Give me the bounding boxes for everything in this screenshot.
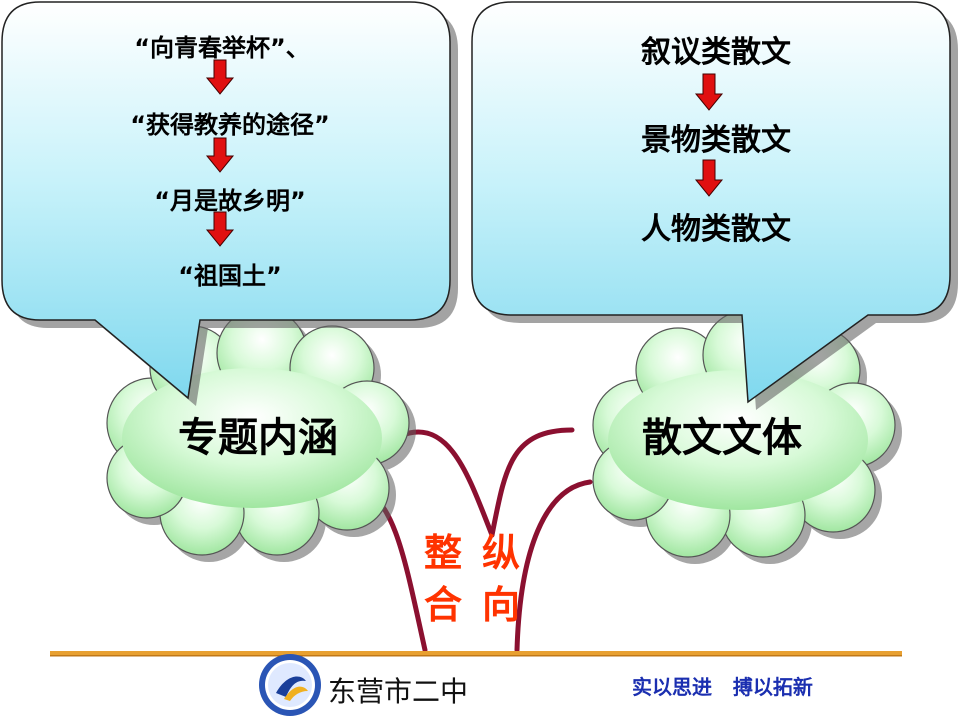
arrows-left xyxy=(205,59,235,247)
right-item-1: 叙议类散文 xyxy=(641,35,791,70)
cloud-left xyxy=(106,307,416,562)
arrow-down-icon xyxy=(694,159,724,197)
bubble-right xyxy=(471,1,958,410)
school-motto: 实以思进 搏以拓新 xyxy=(632,675,813,699)
cloud-right xyxy=(592,309,902,564)
bubble-left xyxy=(1,1,458,406)
arrow-down-icon xyxy=(205,59,235,95)
left-item-2: “获得教养的途径” xyxy=(130,111,330,139)
school-name: 东营市二中 xyxy=(328,675,469,708)
left-item-3: “月是故乡明” xyxy=(154,187,306,215)
center-char-3: 纵 xyxy=(482,531,521,575)
right-item-2: 景物类散文 xyxy=(641,123,791,158)
center-char-2: 合 xyxy=(424,583,463,627)
arrow-down-icon xyxy=(205,211,235,247)
stem-right-upper xyxy=(489,427,575,538)
arrow-down-icon xyxy=(205,137,235,173)
stem-left-upper xyxy=(397,429,495,538)
footer-divider xyxy=(50,651,902,655)
cloud-right-label: 散文文体 xyxy=(642,415,802,461)
right-item-3: 人物类散文 xyxy=(641,212,791,247)
stem-right-lower xyxy=(514,479,593,653)
school-logo-icon xyxy=(259,654,321,716)
left-item-1: “向青春举杯”、 xyxy=(134,34,310,62)
arrow-down-icon xyxy=(694,73,724,111)
left-item-4: “祖国土” xyxy=(178,262,282,290)
cloud-left-label: 专题内涵 xyxy=(178,415,338,461)
arrows-right xyxy=(694,73,724,197)
center-char-1: 整 xyxy=(424,531,463,575)
center-char-4: 向 xyxy=(482,583,521,627)
